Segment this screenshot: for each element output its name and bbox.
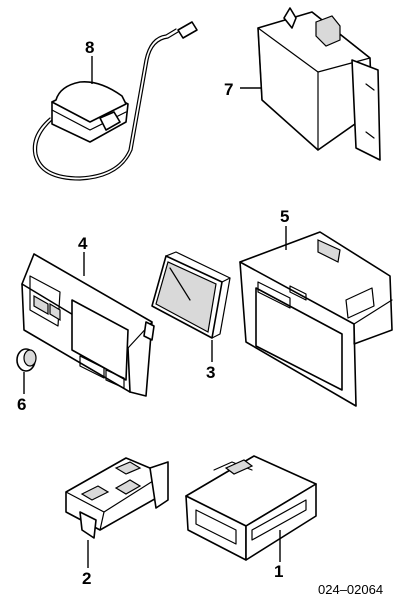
- diagram-reference-number: 024–02064: [318, 582, 383, 597]
- callout-8: 8: [85, 38, 94, 57]
- part-4-bezel[interactable]: [21, 253, 155, 397]
- callout-7: 7: [224, 80, 233, 99]
- callout-6: 6: [17, 395, 26, 414]
- callout-1: 1: [274, 562, 283, 581]
- part-8-antenna[interactable]: [32, 21, 198, 181]
- part-5-housing[interactable]: [239, 231, 393, 407]
- part-6-knob[interactable]: [16, 348, 37, 372]
- callout-5: 5: [280, 207, 289, 226]
- part-3-display[interactable]: [151, 251, 231, 339]
- callout-3: 3: [206, 363, 215, 382]
- part-7-module[interactable]: [257, 7, 381, 161]
- callout-4: 4: [78, 234, 88, 253]
- part-1-unit[interactable]: [185, 455, 317, 561]
- callout-2: 2: [82, 569, 91, 588]
- part-2-bracket[interactable]: [65, 457, 169, 539]
